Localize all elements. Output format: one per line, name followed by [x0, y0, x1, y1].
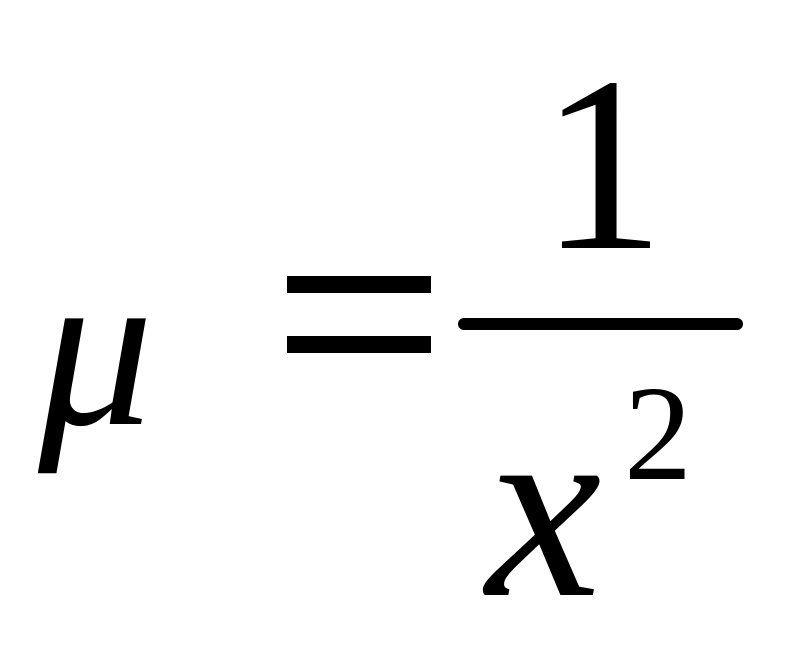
denominator-exponent: 2 — [624, 359, 692, 509]
equals-sign — [287, 0, 431, 630]
lhs-symbol: μ — [38, 219, 154, 474]
equals-bar-top — [287, 276, 431, 293]
equals-bar-bottom — [287, 336, 431, 353]
denominator-base: x — [486, 364, 602, 652]
fraction-bar — [458, 318, 743, 330]
equation: μ 1 x 2 — [38, 0, 743, 638]
fraction-numerator: 1 — [540, 26, 665, 303]
